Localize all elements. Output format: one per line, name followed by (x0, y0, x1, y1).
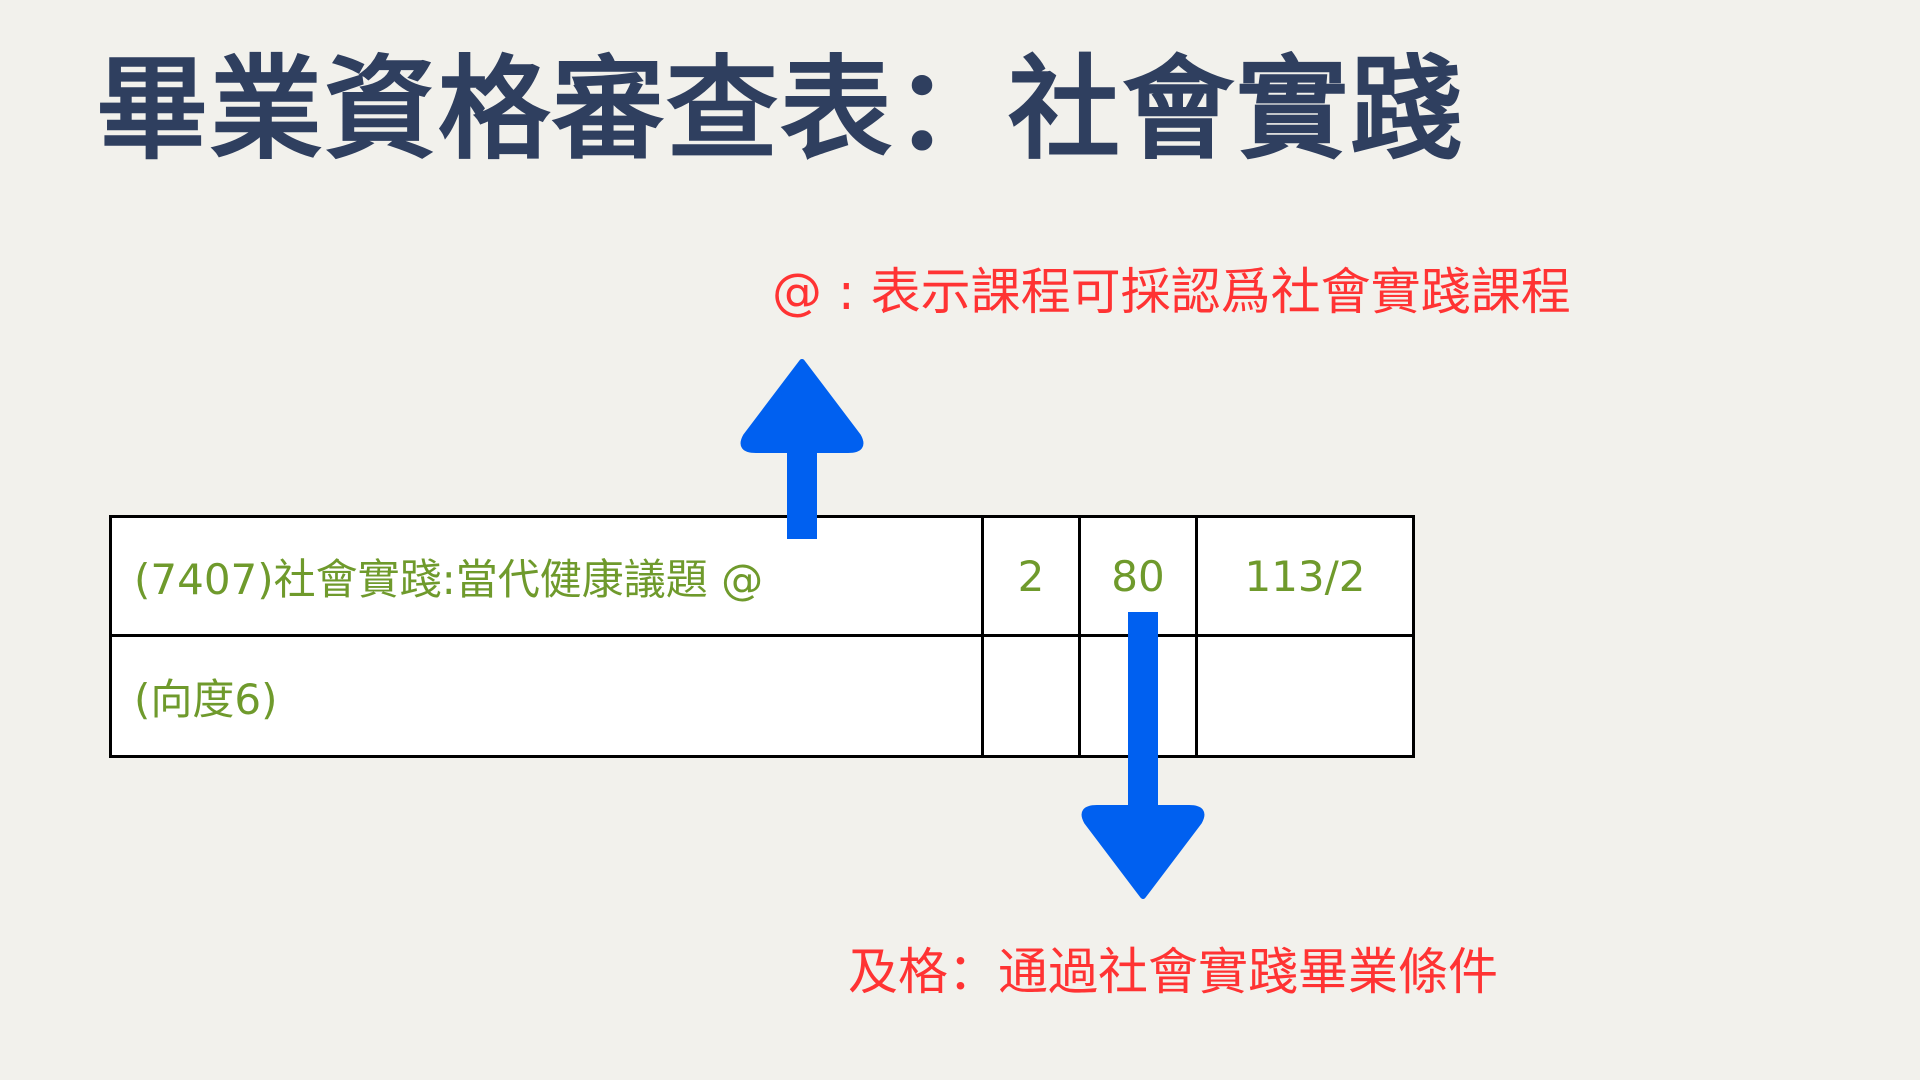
table-row: (向度6) (109, 634, 1415, 758)
arrow-down-icon (1081, 612, 1205, 899)
course-cell: (向度6) (109, 634, 984, 758)
arrow-up-icon (740, 359, 864, 539)
credits-cell (981, 634, 1081, 758)
page-title: 畢業資格審查表：社會實踐 (96, 45, 1464, 175)
course-cell: (7407)社會實踐:當代健康議題 @ (109, 515, 984, 637)
table-row: (7407)社會實踐:當代健康議題 @ 2 80 113/2 (109, 515, 1415, 637)
pass-annotation: 及格：通過社會實踐畢業條件 (848, 943, 1498, 1001)
semester-cell (1195, 634, 1415, 758)
at-symbol-annotation: @ : 表示課程可採認爲社會實踐課程 (772, 263, 1571, 321)
semester-cell: 113/2 (1195, 515, 1415, 637)
credits-cell: 2 (981, 515, 1081, 637)
course-table: (7407)社會實踐:當代健康議題 @ 2 80 113/2 (向度6) (109, 515, 1415, 758)
